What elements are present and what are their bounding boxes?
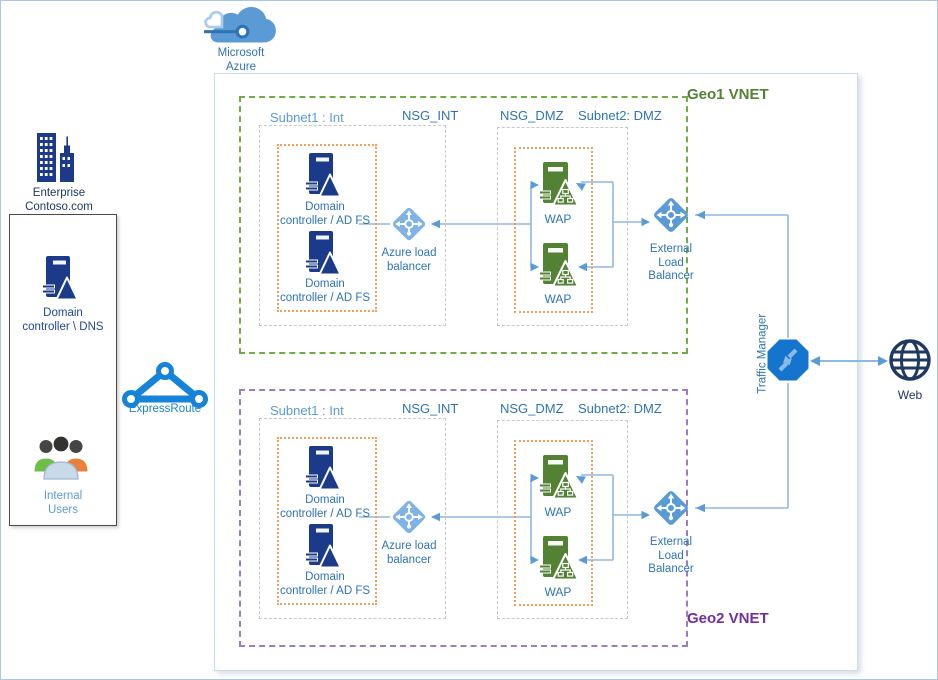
geo2-nsg-dmz-label: NSG_DMZ <box>497 401 567 417</box>
geo2-azure-load-balancer-label: Azure load balancer <box>381 540 437 566</box>
geo1-azure-load-balancer-label: Azure load balancer <box>381 247 437 273</box>
geo1-subnet-int-box <box>259 125 446 326</box>
geo2-vnet-group: Geo2 VNET Subnet1 : Int NSG_INT Domain c… <box>1 294 937 649</box>
geo1-external-load-balancer-label: External Load Balancer <box>648 243 694 283</box>
geo2-wap-2-icon <box>538 535 578 581</box>
geo1-dc-adfs-2-label: Domain controller / AD FS <box>279 278 371 304</box>
traffic-manager-label: Traffic Manager <box>756 313 769 394</box>
domain-controller-dns-label: Domain controller \ DNS <box>22 307 104 333</box>
geo2-dc-adfs-1-icon <box>304 445 340 491</box>
internal-users-label: Internal Users <box>43 490 83 516</box>
geo2-subnet-int-box <box>259 418 446 619</box>
geo1-wap-1-icon <box>538 161 578 207</box>
expressroute-label: ExpressRoute <box>128 403 202 415</box>
enterprise-label: Enterprise Contoso.com <box>25 187 93 213</box>
geo2-wap-1-icon <box>538 454 578 500</box>
geo2-vnet-border <box>239 389 688 647</box>
geo2-nsg-int-label: NSG_INT <box>399 401 462 417</box>
geo2-dmz-availability-set <box>514 440 593 606</box>
geo1-dc-adfs-1-icon <box>304 152 340 198</box>
geo1-vnet-label: Geo1 VNET <box>687 86 769 103</box>
web-label: Web <box>897 388 923 402</box>
azure-cloud-label: Microsoft Azure <box>217 47 265 73</box>
geo2-external-load-balancer-icon <box>651 488 691 528</box>
geo2-wap-2-label: WAP <box>544 585 572 599</box>
geo1-wap-1-label: WAP <box>544 212 572 226</box>
geo2-int-availability-set <box>277 437 377 605</box>
web-globe-icon <box>887 337 933 383</box>
geo1-subnet-int-label: Subnet1 : Int <box>267 110 347 126</box>
geo2-azure-load-balancer-icon <box>390 498 428 536</box>
traffic-manager-icon <box>766 338 810 382</box>
geo2-dc-adfs-1-label: Domain controller / AD FS <box>279 494 371 520</box>
geo2-vnet-label: Geo2 VNET <box>687 610 769 627</box>
geo1-vnet-group: Geo1 VNET Subnet1 : Int NSG_INT Domain c… <box>1 1 937 356</box>
geo2-subnet-dmz-box <box>497 420 628 619</box>
geo1-dc-adfs-1-label: Domain controller / AD FS <box>279 201 371 227</box>
geo2-subnet-dmz-label: Subnet2: DMZ <box>575 401 665 417</box>
geo1-nsg-dmz-label: NSG_DMZ <box>497 108 567 124</box>
geo1-subnet-dmz-box <box>497 127 628 326</box>
geo2-external-load-balancer-label: External Load Balancer <box>648 536 694 576</box>
onprem-box: Domain controller \ DNS Internal Users <box>9 214 117 526</box>
geo1-nsg-int-label: NSG_INT <box>399 108 462 124</box>
geo2-dc-adfs-2-icon <box>304 523 340 569</box>
geo2-wap-1-label: WAP <box>544 505 572 519</box>
geo1-subnet-dmz-label: Subnet2: DMZ <box>575 108 665 124</box>
geo1-azure-load-balancer-icon <box>390 205 428 243</box>
geo1-dc-adfs-2-icon <box>304 230 340 276</box>
geo1-dmz-availability-set <box>514 147 593 313</box>
geo2-dc-adfs-2-label: Domain controller / AD FS <box>279 571 371 597</box>
geo2-subnet-int-label: Subnet1 : Int <box>267 403 347 419</box>
geo1-vnet-border <box>239 96 688 354</box>
geo1-wap-2-label: WAP <box>544 292 572 306</box>
geo1-wap-2-icon <box>538 242 578 288</box>
geo1-external-load-balancer-icon <box>651 195 691 235</box>
geo1-int-availability-set <box>277 144 377 312</box>
